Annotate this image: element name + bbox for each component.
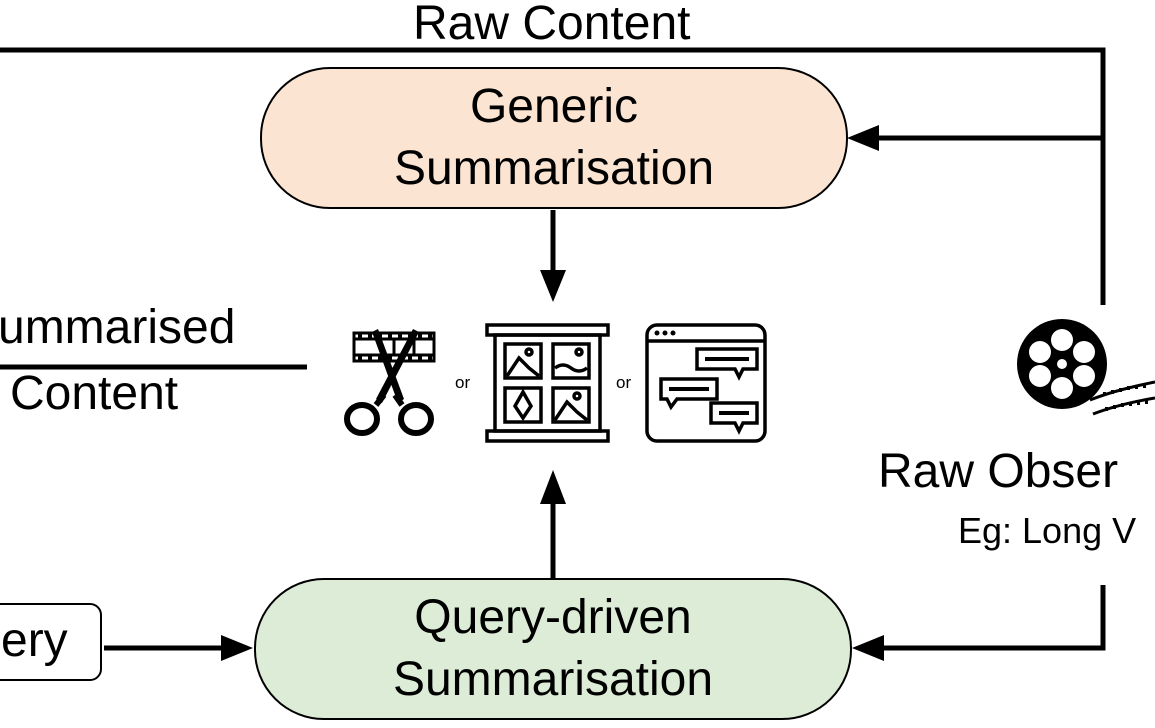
film-reel-icon [1017,319,1155,416]
query-node-line2: Summarisation [392,653,714,706]
raw-to-query-line [880,585,1106,651]
generic-node-line1: Generic [469,80,639,133]
image-grid-icon [485,323,610,443]
arrowhead-down-output [540,270,566,302]
arrowhead-up-output [540,470,566,504]
arrowhead-query [852,635,884,661]
query-box-label: ery [1,614,68,667]
film-scissors-icon [344,329,436,436]
arrowhead-query-box [221,635,253,661]
query-node-line1: Query-driven [414,591,692,644]
example-label: Eg: Long V [958,510,1137,551]
generic-node-line2: Summarisation [393,142,715,195]
query-driven-summarisation-node: Query-driven Summarisation [254,578,852,720]
query-box: ery [0,603,102,681]
raw-content-label: Raw Content [413,0,691,50]
raw-content-line [0,47,1106,305]
summarised-label-line1: ummarised [0,301,236,354]
or-label-1: or [455,373,471,392]
or-label-2: or [616,373,632,392]
arrowhead-generic [847,125,879,151]
chat-window-icon [645,323,767,443]
raw-observation-label: Raw Obser [878,445,1119,498]
generic-summarisation-node: Generic Summarisation [260,67,848,209]
summarised-label-line2: Content [10,367,179,420]
